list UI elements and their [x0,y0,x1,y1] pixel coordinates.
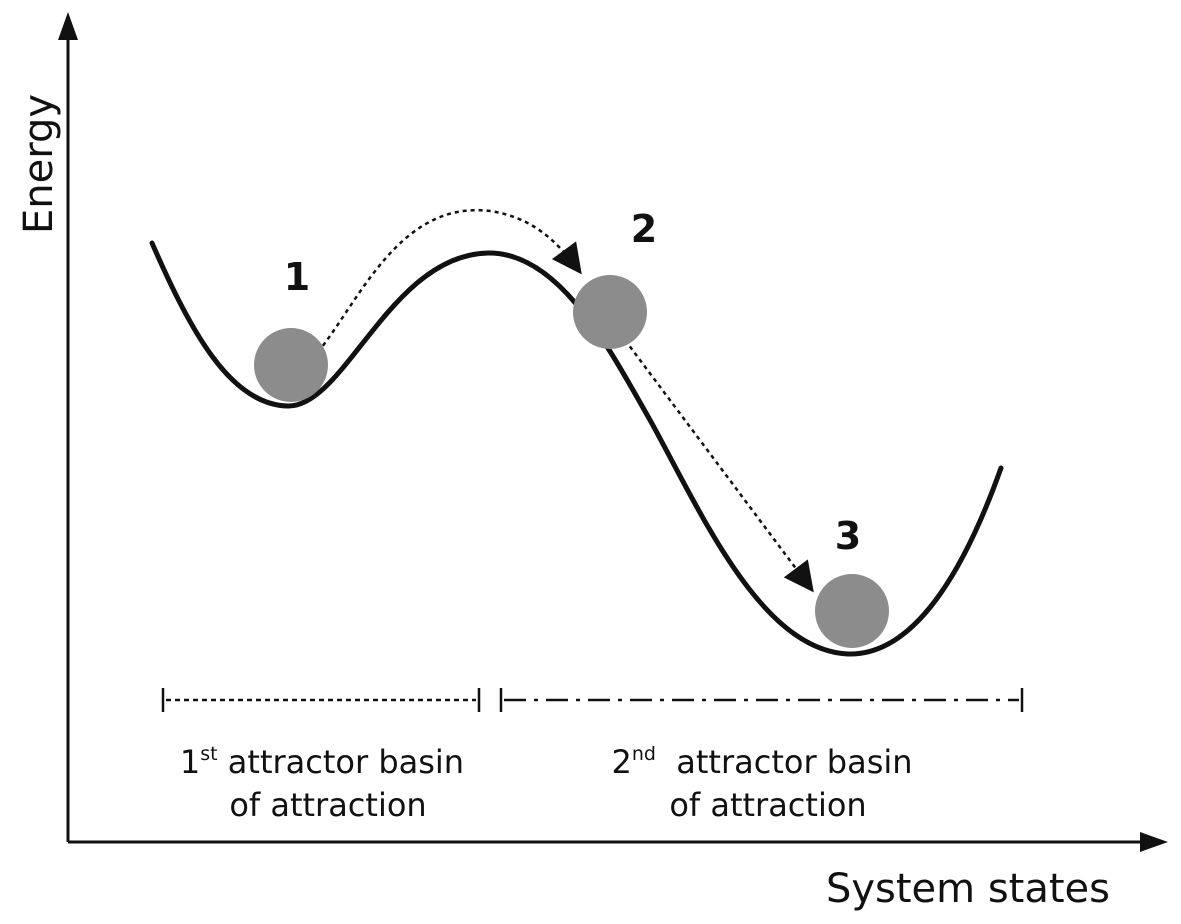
state-3-ball [815,574,889,648]
basin-1-label-line2: of attraction [229,786,426,824]
basin-1-range [161,688,481,712]
trajectory-arrow-2-to-3 [623,339,814,593]
trajectory [317,208,814,593]
y-axis-label: Energy [16,94,62,234]
basin-1-label-line1: 1st attractor basin [180,743,464,781]
state-3-label: 3 [835,514,861,558]
x-axis-arrowhead [1140,832,1168,852]
trajectory-arrow-1-to-2 [317,208,582,353]
basin-2-label-title: attractor basin [656,743,913,781]
basin-2-label-ordinal: nd [632,743,656,765]
state-2-ball [573,275,647,349]
basin-2-label-line2: of attraction [669,786,866,824]
basin-1-label-ordinal: st [200,743,217,765]
state-1-label: 1 [284,255,310,299]
basin-2-range [499,688,1024,712]
y-axis-arrowhead [58,12,78,40]
x-axis-label: System states [826,866,1110,912]
basin-2-label-number: 2 [611,743,631,781]
states: 1 2 3 [254,207,889,648]
basin-1-label-number: 1 [180,743,200,781]
axes [58,12,1168,852]
basin-2-label-line1: 2nd attractor basin [611,743,912,781]
basin-1-label: 1st attractor basin of attraction [180,743,464,824]
state-1-ball [254,328,328,402]
state-2-label: 2 [631,207,657,251]
basin-2-label: 2nd attractor basin of attraction [611,743,912,824]
basin-1-label-title: attractor basin [218,743,464,781]
